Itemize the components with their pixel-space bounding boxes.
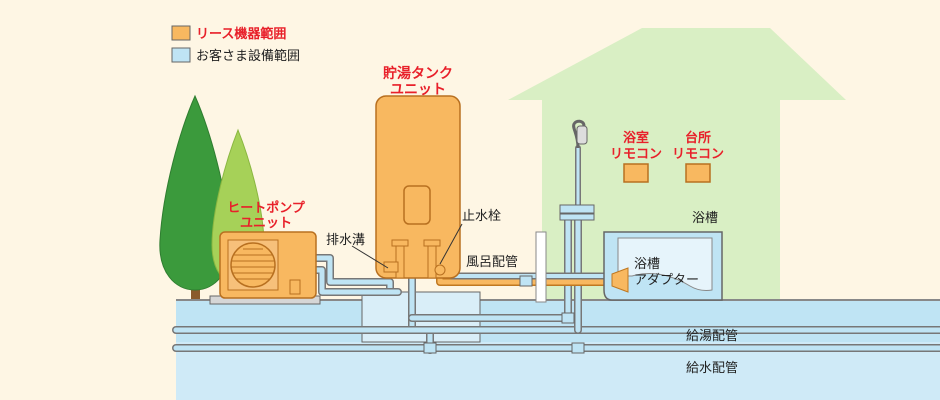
house-foundation	[535, 231, 547, 303]
fan-grille	[230, 242, 276, 288]
legend-customer-swatch	[171, 47, 191, 63]
stop-valve	[434, 264, 446, 276]
drain-label: 排水溝	[326, 233, 365, 248]
bath-pipe-label: 風呂配管	[466, 255, 518, 270]
heatpump-label-2: ユニット	[240, 216, 292, 231]
tank-panel	[403, 185, 431, 225]
heatpump-unit	[219, 231, 317, 299]
kitchen-remote-label-2: リモコン	[672, 147, 724, 162]
bath-remote-label-2: リモコン	[610, 147, 662, 162]
legend-customer-label: お客さま設備範囲	[196, 48, 300, 64]
bath-remote-label-1: 浴室	[623, 130, 649, 146]
bath-adapter	[611, 267, 629, 293]
bathtub	[603, 231, 723, 301]
water-pipe-label: 給水配管	[686, 361, 738, 376]
tank-unit	[375, 95, 461, 279]
kitchen-remote-label-1: 台所	[685, 130, 711, 146]
tank-label-1: 貯湯タンク	[383, 65, 453, 82]
stop-valve-label: 止水栓	[462, 209, 501, 224]
pipe-joints	[423, 204, 595, 354]
kitchen-remote	[685, 163, 711, 183]
adapter-label-1: 浴槽	[634, 257, 660, 272]
heatpump-label-1: ヒートポンプ	[227, 200, 306, 216]
tank-label-2: ユニット	[390, 82, 446, 98]
legend-lease-swatch	[171, 25, 191, 41]
hot-pipe-label: 給湯配管	[686, 329, 738, 344]
shower-head	[572, 119, 588, 149]
legend-lease-label: リース機器範囲	[196, 26, 286, 42]
house-roof	[508, 28, 846, 100]
bath-remote	[623, 163, 649, 183]
leader-lines	[351, 223, 463, 269]
legend: リース機器範囲 お客さま設備範囲	[171, 25, 300, 64]
bathtub-label: 浴槽	[692, 211, 718, 226]
adapter-label-2: アダプター	[634, 273, 699, 288]
